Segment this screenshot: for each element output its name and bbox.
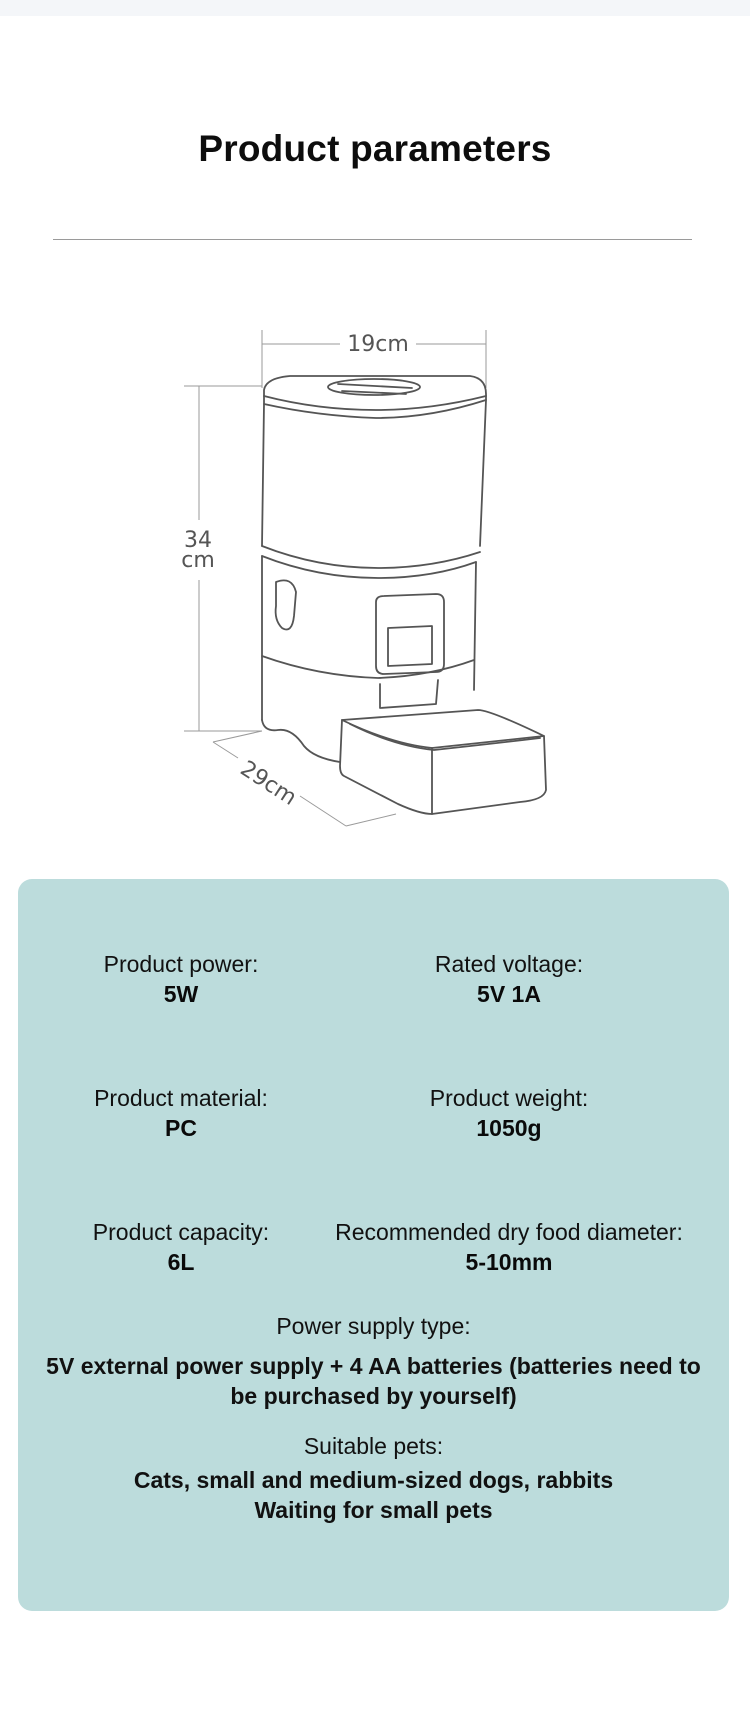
- product-dimension-diagram: 19cm 34 cm 29cm: [181, 330, 547, 827]
- feeder-illustration: [261, 375, 547, 815]
- spec-voltage-value: 5V 1A: [477, 981, 541, 1007]
- spec-power: Product power: 5W: [31, 949, 331, 1009]
- spec-power-supply-label: Power supply type:: [276, 1313, 471, 1339]
- title-divider: [53, 239, 692, 240]
- spec-pets-value-line1: Cats, small and medium-sized dogs, rabbi…: [133, 1467, 614, 1493]
- spec-weight: Product weight: 1050g: [319, 1083, 699, 1143]
- spec-material-value: PC: [165, 1115, 197, 1141]
- spec-power-value: 5W: [163, 981, 199, 1007]
- spec-power-supply: Power supply type: 5V external power sup…: [18, 1311, 729, 1411]
- width-dimension: [261, 330, 487, 388]
- height-dimension: [184, 385, 262, 732]
- depth-label: 29cm: [236, 756, 301, 810]
- width-label: 19cm: [347, 332, 409, 357]
- spec-voltage-label: Rated voltage:: [434, 951, 584, 977]
- spec-food-diameter: Recommended dry food diameter: 5-10mm: [319, 1217, 699, 1277]
- depth-dimension: [212, 730, 397, 827]
- spec-pets-value-line2: Waiting for small pets: [254, 1497, 493, 1523]
- height-label-unit: cm: [181, 548, 215, 573]
- spec-food-diameter-label: Recommended dry food diameter:: [335, 1219, 683, 1245]
- spec-panel: Product power: 5W Rated voltage: 5V 1A P…: [18, 879, 729, 1611]
- spec-capacity-label: Product capacity:: [92, 1219, 270, 1245]
- spec-food-diameter-value: 5-10mm: [465, 1249, 553, 1275]
- spec-pets-label: Suitable pets:: [303, 1433, 444, 1459]
- spec-weight-label: Product weight:: [429, 1085, 589, 1111]
- spec-power-label: Product power:: [103, 951, 259, 977]
- page-title: Product parameters: [198, 128, 552, 169]
- spec-power-supply-value-line1: 5V external power supply + 4 AA batterie…: [46, 1353, 701, 1379]
- height-label-number: 34: [184, 528, 212, 553]
- spec-capacity-value: 6L: [167, 1249, 195, 1275]
- spec-material-label: Product material:: [94, 1085, 268, 1111]
- spec-power-supply-value-line2: be purchased by yourself): [230, 1383, 517, 1409]
- spec-material: Product material: PC: [31, 1083, 331, 1143]
- spec-pets: Suitable pets: Cats, small and medium-si…: [18, 1431, 729, 1525]
- spec-voltage: Rated voltage: 5V 1A: [319, 949, 699, 1009]
- spec-capacity: Product capacity: 6L: [31, 1217, 331, 1277]
- spec-weight-value: 1050g: [476, 1115, 542, 1141]
- top-strip: [0, 0, 750, 16]
